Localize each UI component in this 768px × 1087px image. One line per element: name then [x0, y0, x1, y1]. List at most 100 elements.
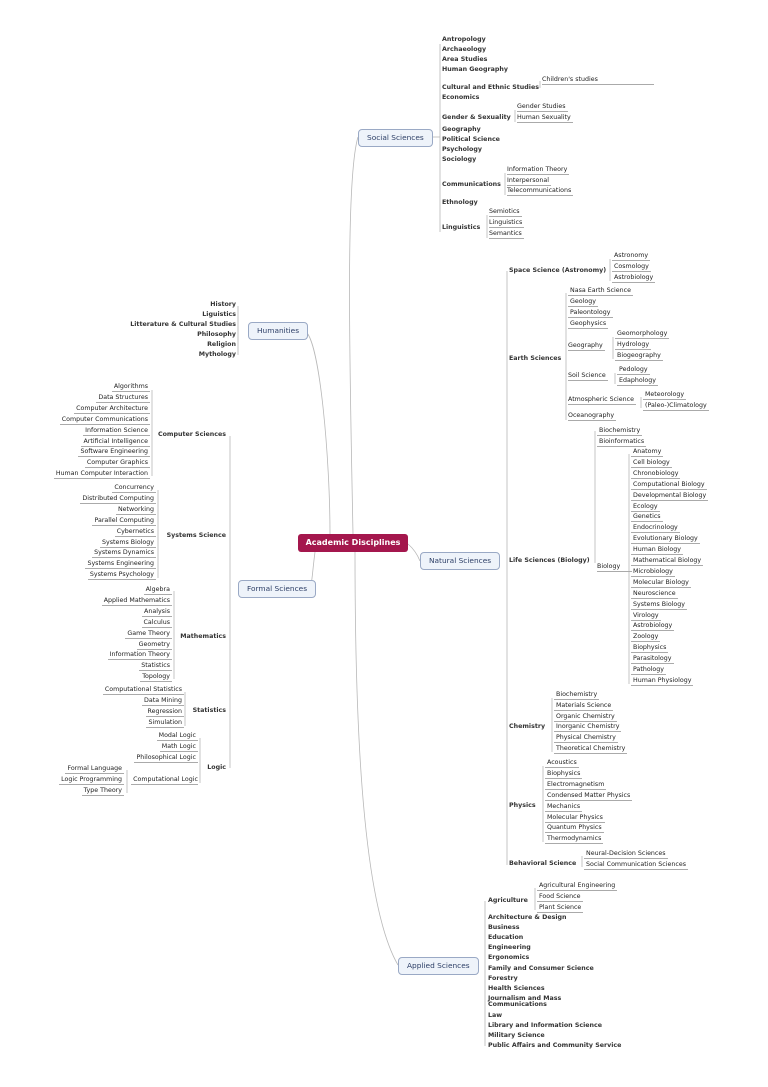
earth-sciences-item[interactable]: Geophysics [568, 319, 609, 329]
mathematics-item[interactable]: Geometry [136, 640, 172, 650]
earth-sciences-item[interactable]: Geology [568, 297, 598, 307]
humanities-node[interactable]: Humanities [248, 322, 309, 340]
life-sciences-item[interactable]: Biochemistry [597, 427, 643, 436]
social-sub-item[interactable]: Semantics [489, 230, 524, 239]
mathematics-item[interactable]: Information Theory [107, 651, 172, 661]
agriculture-item[interactable]: Agricultural Engineering [537, 882, 618, 891]
humanities-item[interactable]: Philosophy [197, 331, 236, 338]
logic-item[interactable]: Computational Logic [131, 776, 198, 785]
physics-item[interactable]: Quantum Physics [545, 824, 604, 834]
mathematics-item[interactable]: Topology [140, 673, 172, 683]
chemistry-label[interactable]: Chemistry [509, 723, 546, 730]
social-item[interactable]: Cultural and Ethnic Studies [442, 84, 539, 91]
physics-item[interactable]: Biophysics [545, 769, 583, 779]
systems-science-item[interactable]: Cybernetics [114, 527, 156, 537]
biology-item[interactable]: Pathology [631, 666, 667, 675]
social-item[interactable]: Psychology [442, 146, 482, 153]
physics-item[interactable]: Molecular Physics [545, 813, 605, 823]
behavioral-science-label[interactable]: Behavioral Science [509, 860, 577, 867]
social-sciences-node[interactable]: Social Sciences [358, 129, 433, 147]
biology-item[interactable]: Microbiology [631, 567, 675, 577]
earth-sciences-item[interactable]: Soil Science [568, 372, 608, 381]
chemistry-item[interactable]: Physical Chemistry [554, 734, 618, 744]
physics-item[interactable]: Thermodynamics [545, 835, 604, 845]
computer-sciences-item[interactable]: Computer Graphics [84, 459, 150, 469]
computer-sciences-item[interactable]: Software Engineering [78, 448, 150, 458]
space-science-item[interactable]: Astronomy [612, 252, 651, 261]
social-item[interactable]: Linguistics [442, 224, 481, 231]
social-sub-item[interactable]: Linguistics [489, 219, 525, 228]
humanities-item[interactable]: Mythology [198, 351, 236, 358]
computer-sciences-item[interactable]: Computer Communications [59, 415, 150, 425]
mathematics-item[interactable]: Statistics [139, 662, 172, 672]
humanities-item[interactable]: Litterature & Cultural Studies [130, 321, 236, 328]
earth-sciences-item[interactable]: Atmospheric Science [568, 396, 637, 405]
social-item[interactable]: Antropology [442, 36, 486, 43]
social-item[interactable]: Area Studies [442, 56, 488, 63]
applied-item[interactable]: Forestry [488, 974, 518, 982]
biology-item[interactable]: Systems Biology [631, 600, 688, 610]
computational-logic-item[interactable]: Type Theory [81, 787, 124, 796]
applied-item[interactable]: Law [488, 1012, 503, 1019]
biology-item[interactable]: Neuroscience [631, 589, 678, 599]
space-science-item[interactable]: Cosmology [612, 262, 651, 272]
humanities-item[interactable]: Religion [207, 341, 236, 348]
mathematics-label[interactable]: Mathematics [180, 633, 226, 640]
agriculture-label[interactable]: Agriculture [488, 897, 528, 904]
chemistry-item[interactable]: Theoretical Chemistry [554, 745, 628, 754]
systems-science-item[interactable]: Systems Biology [99, 538, 156, 548]
formal-sciences-node[interactable]: Formal Sciences [238, 580, 317, 598]
biology-item[interactable]: Human Biology [631, 546, 683, 556]
statistics-item[interactable]: Simulation [146, 719, 184, 728]
biology-item[interactable]: Cell biology [631, 458, 672, 468]
computational-logic-item[interactable]: Logic Programming [59, 776, 124, 785]
chemistry-item[interactable]: Organic Chemistry [554, 712, 617, 722]
social-sub-item[interactable]: Information Theory [507, 166, 570, 175]
physics-item[interactable]: Mechanics [545, 802, 583, 812]
systems-science-item[interactable]: Systems Dynamics [92, 549, 156, 559]
earth-sciences-item[interactable]: Nasa Earth Science [568, 287, 634, 296]
statistics-item[interactable]: Computational Statistics [102, 686, 184, 695]
biology-item[interactable]: Human Physiology [631, 676, 694, 686]
applied-item[interactable]: Military Science [488, 1032, 545, 1039]
social-item[interactable]: Gender & Sexuality [442, 114, 511, 121]
biology-item[interactable]: Evolutionary Biology [631, 535, 700, 545]
chemistry-item[interactable]: Biochemistry [554, 691, 600, 700]
earth-sciences-item[interactable]: Oceanography [568, 412, 617, 421]
biology-item[interactable]: Zoology [631, 633, 661, 643]
social-item[interactable]: Communications [442, 181, 501, 188]
statistics-label[interactable]: Statistics [192, 707, 226, 714]
biology-item[interactable]: Developmental Biology [631, 491, 709, 501]
physics-item[interactable]: Acoustics [545, 759, 579, 768]
atmospheric-sub-item[interactable]: Meteorology [643, 391, 687, 400]
statistics-item[interactable]: Data Mining [142, 697, 184, 706]
applied-item[interactable]: Business [488, 924, 520, 932]
social-item[interactable]: Geography [442, 126, 481, 133]
systems-science-item[interactable]: Parallel Computing [92, 516, 156, 526]
computer-sciences-item[interactable]: Information Science [83, 426, 150, 436]
systems-science-item[interactable]: Systems Psychology [87, 571, 156, 581]
computer-sciences-label[interactable]: Computer Sciences [157, 431, 226, 438]
space-science-label[interactable]: Space Science (Astronomy) [509, 267, 607, 274]
applied-item[interactable]: Family and Consumer Science [488, 964, 594, 972]
applied-item[interactable]: Health Sciences [488, 984, 545, 992]
physics-label[interactable]: Physics [509, 802, 536, 809]
humanities-item[interactable]: History [210, 301, 236, 308]
space-science-item[interactable]: Astrobiology [612, 273, 656, 283]
social-item[interactable]: Ethnology [442, 199, 478, 206]
earth-sciences-label[interactable]: Earth Sciences [509, 355, 562, 362]
social-item[interactable]: Sociology [442, 156, 477, 163]
applied-item[interactable]: Library and Information Science [488, 1022, 603, 1029]
mathematics-item[interactable]: Algebra [143, 586, 172, 595]
physics-item[interactable]: Electromagnetism [545, 780, 607, 790]
computer-sciences-item[interactable]: Artificial Intelligence [81, 437, 150, 447]
applied-item[interactable]: Ergonomics [488, 954, 530, 962]
chemistry-item[interactable]: Materials Science [554, 701, 614, 711]
mathematics-item[interactable]: Game Theory [125, 629, 172, 639]
computer-sciences-item[interactable]: Human Computer Interaction [53, 470, 150, 480]
behavioral-item[interactable]: Social Communication Sciences [584, 860, 688, 870]
applied-item[interactable]: Engineering [488, 944, 531, 952]
biology-item[interactable]: Anatomy [631, 448, 664, 457]
systems-science-item[interactable]: Systems Engineering [85, 560, 156, 570]
life-sciences-item[interactable]: Biology [597, 563, 633, 572]
